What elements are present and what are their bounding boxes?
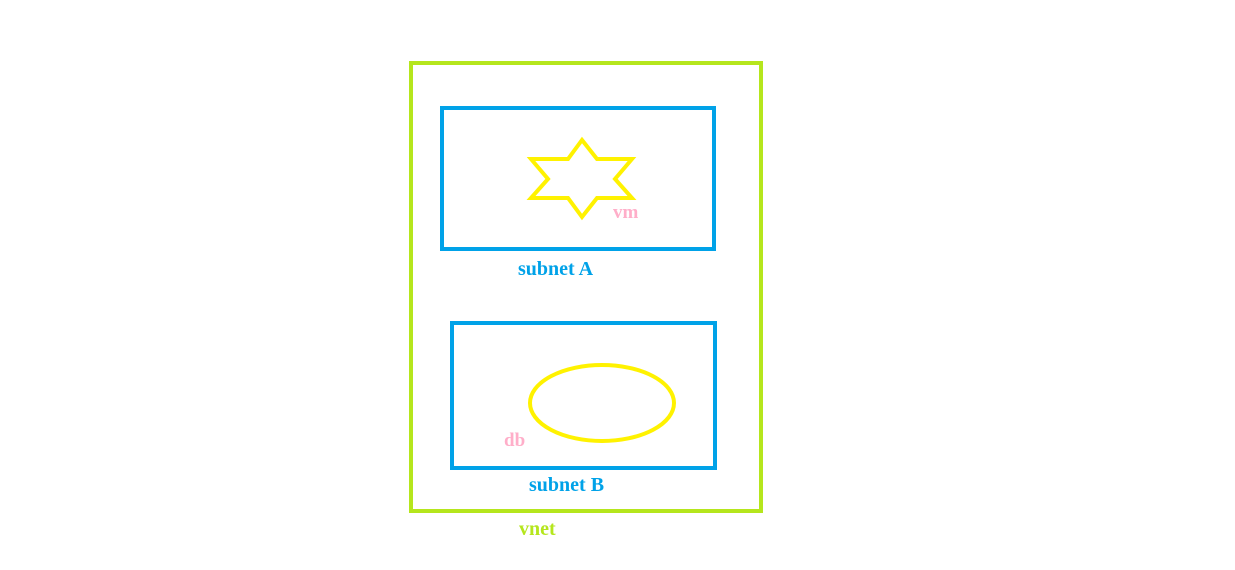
subnet-a-label: subnet A bbox=[518, 258, 594, 280]
subnet-b-label: subnet B bbox=[529, 474, 605, 496]
vm-label: vm bbox=[613, 202, 639, 223]
subnet-b-box bbox=[450, 321, 717, 470]
db-label: db bbox=[504, 430, 526, 451]
ellipse-icon bbox=[528, 363, 676, 443]
subnet-a-box bbox=[440, 106, 716, 251]
star-icon bbox=[526, 136, 637, 221]
vnet-label: vnet bbox=[519, 518, 556, 540]
vnet-box bbox=[409, 61, 763, 513]
